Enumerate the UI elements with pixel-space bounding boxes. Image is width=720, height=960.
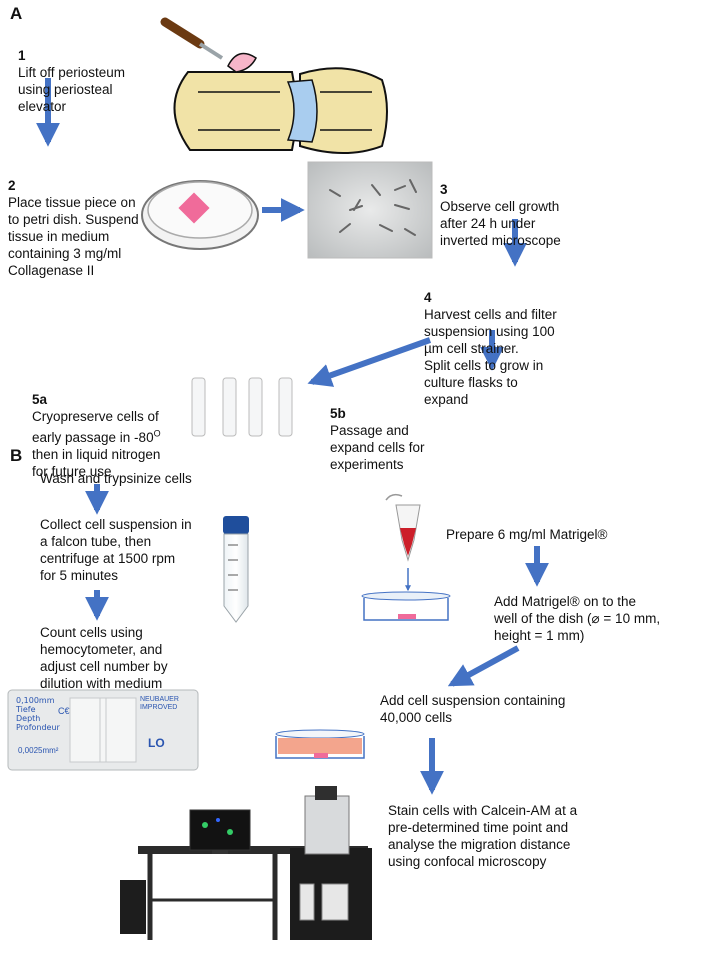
step-text: Place tissue piece on to petri dish. Sus… — [8, 195, 139, 278]
hemocytometer-image — [7, 689, 199, 771]
hemo-text: Profondeur — [16, 723, 60, 732]
cryovial-icon — [191, 377, 206, 437]
hemo-text: Tiefe — [16, 705, 36, 714]
step-text: Harvest cells and filter suspension usin… — [424, 307, 557, 407]
cell-micrograph-image — [307, 161, 433, 259]
step-text-part: Cryopreserve cells of early passage in -… — [32, 409, 159, 445]
step-text: Passage and expand cells for experiments — [330, 423, 425, 472]
hemo-text: NEUBAUER — [140, 696, 179, 703]
hemocytometer-brand: NEUBAUER IMPROVED — [140, 696, 179, 712]
step-b1: Wash and trypsinize cells — [40, 471, 192, 486]
step-number: 3 — [440, 182, 448, 197]
hemocytometer-label: 0,100mm Tiefe Depth Profondeur — [16, 696, 76, 732]
hemocytometer-area: 0,0025mm² — [18, 746, 59, 755]
step-number: 4 — [424, 290, 432, 305]
step-number: 5a — [32, 392, 48, 407]
step-number: 1 — [18, 48, 26, 63]
hemocytometer-logo: LO — [148, 736, 165, 750]
degree-superscript: O — [153, 428, 161, 438]
step-4: 4 Harvest cells and filter suspension us… — [424, 272, 594, 408]
cryovials — [191, 377, 293, 437]
step-b4: Prepare 6 mg/ml Matrigel® — [446, 527, 608, 542]
eppendorf-tube-icon — [385, 493, 421, 592]
step-2: 2 Place tissue piece on to petri dish. S… — [8, 160, 168, 279]
flow-arrows — [36, 78, 549, 795]
cell-dish — [275, 729, 365, 759]
step-b3: Count cells using hemocytometer, and adj… — [40, 625, 168, 691]
section-b-label: B — [10, 446, 23, 465]
step-1: 1 Lift off periosteum using periosteal e… — [18, 30, 178, 115]
hemo-text: 0,100mm — [16, 696, 55, 705]
step-5a: 5a Cryopreserve cells of early passage i… — [32, 374, 192, 480]
hemo-text: IMPROVED — [140, 704, 178, 711]
step-b7: Stain cells with Calcein-AM at a pre-det… — [388, 803, 578, 869]
step-text-part: then in liquid nitrogen for future use — [32, 446, 161, 479]
petri-dish-icon — [141, 180, 259, 250]
step-b6: Add cell suspension containing 40,000 ce… — [380, 693, 566, 725]
step-text: Lift off periosteum using periosteal ele… — [18, 65, 126, 114]
step-number: 2 — [8, 178, 16, 193]
arrow-4-to-5a — [307, 337, 432, 387]
cryovial-icon — [222, 377, 237, 437]
step-b2: Collect cell suspension in a falcon tube… — [40, 517, 192, 583]
step-3: 3 Observe cell growth after 24 h under i… — [440, 164, 610, 249]
ce-mark: C€ — [58, 706, 70, 716]
step-b5: Add Matrigel® on to the well of the dish… — [494, 594, 661, 643]
step-5b: 5b Passage and expand cells for experime… — [330, 388, 450, 473]
periosteal-elevator-icon — [160, 17, 224, 60]
bone-joint-illustration — [173, 52, 388, 154]
cryovial-icon — [278, 377, 293, 437]
step-text: Observe cell growth after 24 h under inv… — [440, 199, 561, 248]
confocal-microscope-icon — [120, 786, 372, 940]
section-a-label: A — [10, 4, 23, 23]
arrow-b5-to-b6 — [447, 645, 520, 687]
falcon-tube-icon — [223, 516, 249, 623]
hemo-text: Depth — [16, 714, 41, 723]
matrigel-dish — [361, 591, 451, 621]
cryovial-icon — [248, 377, 263, 437]
step-number: 5b — [330, 406, 346, 421]
step-text: Cryopreserve cells of early passage in -… — [32, 409, 161, 479]
